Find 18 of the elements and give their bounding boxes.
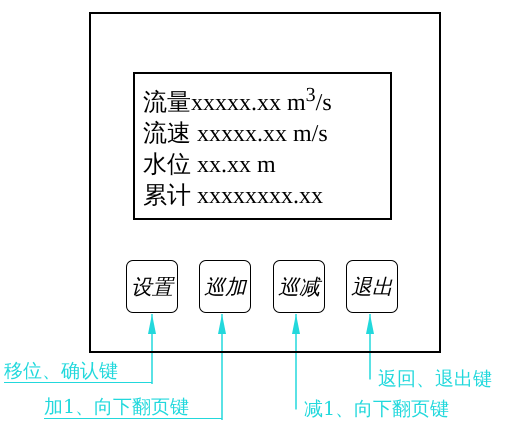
- leader-arrow: [218, 314, 226, 420]
- display-reading: 流速 xxxxx.xx m/s: [143, 120, 329, 149]
- leader-arrow: [366, 314, 374, 380]
- leader-arrow: [148, 314, 156, 384]
- device-panel: [89, 12, 441, 353]
- leader-arrow: [292, 314, 300, 410]
- key-button: 设置: [126, 260, 178, 313]
- key-label: 加1、向下翻页键: [44, 396, 222, 419]
- key-label: 返回、退出键: [370, 368, 518, 391]
- key-label: 移位、确认键: [4, 360, 152, 383]
- display-screen: [133, 72, 392, 220]
- key-button: 退出: [346, 260, 398, 313]
- display-reading: 水位 xx.xx m: [143, 151, 277, 180]
- key-label: 减1、向下翻页键: [296, 398, 486, 421]
- key-button: 巡加: [199, 260, 251, 313]
- key-button: 巡减: [273, 260, 325, 313]
- display-reading: 流量xxxxx.xx m$^{3}$/s: [143, 83, 333, 118]
- display-reading: 累计 xxxxxxxx.xx: [143, 182, 324, 211]
